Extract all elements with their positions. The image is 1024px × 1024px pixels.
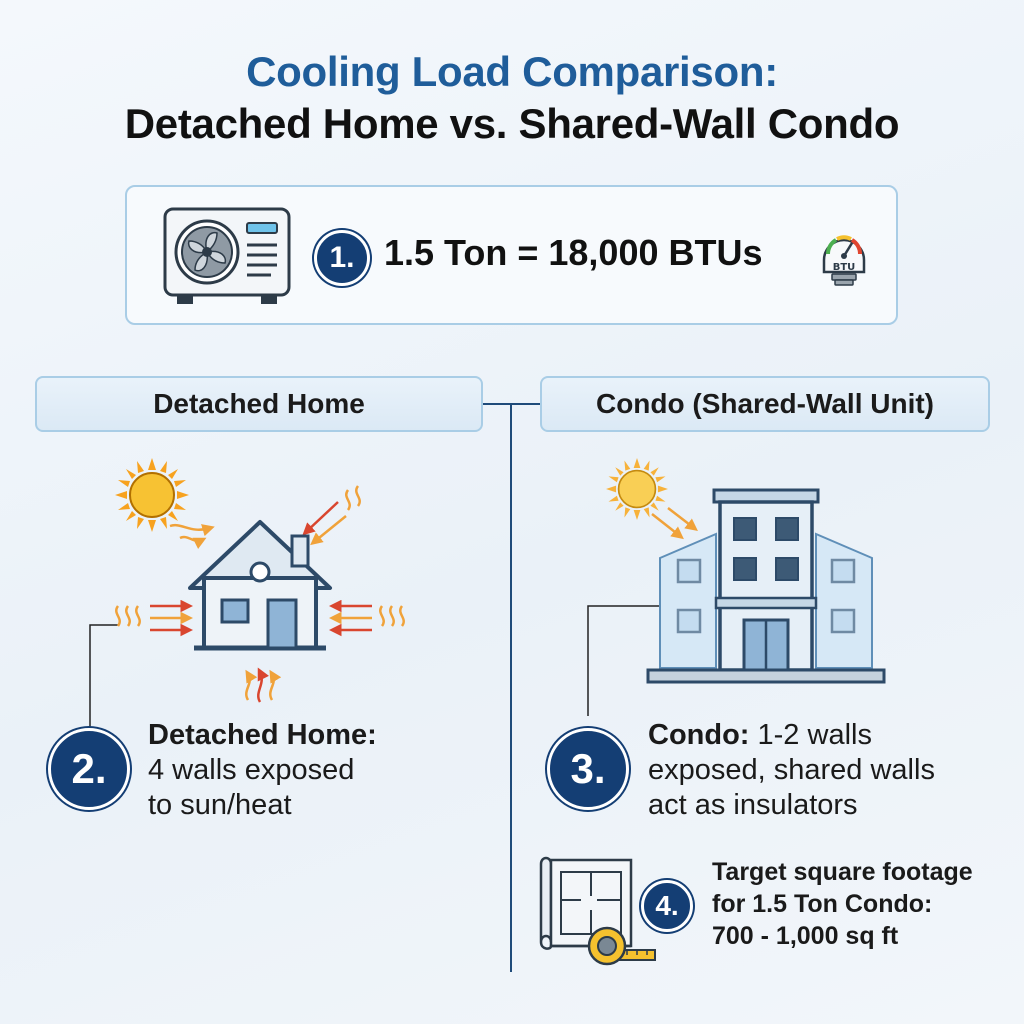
target-sqft-text: Target square footage for 1.5 Ton Condo:…: [712, 856, 973, 952]
step-3-badge: 3.: [547, 728, 629, 810]
step-1-badge: 1.: [314, 230, 370, 286]
detached-line2: to sun/heat: [148, 789, 292, 821]
ac-unit-icon: [163, 207, 291, 304]
house-heat-illustration: [115, 485, 405, 703]
condo-line2: exposed, shared walls: [648, 754, 935, 786]
detached-description: Detached Home: 4 walls exposed to sun/he…: [148, 718, 377, 823]
page-subtitle: Detached Home vs. Shared-Wall Condo: [124, 100, 900, 147]
target-line2: for 1.5 Ton Condo:: [712, 890, 933, 918]
btu-gauge-icon: BTU: [822, 235, 866, 286]
detached-line1: 4 walls exposed: [148, 754, 355, 786]
step-4-badge: 4.: [641, 880, 693, 932]
step-2-badge: 2.: [48, 728, 130, 810]
detached-heading: Detached Home:: [148, 719, 377, 751]
condo-building-icon: [646, 488, 886, 684]
condo-header: Condo (Shared-Wall Unit): [540, 376, 990, 432]
condo-line3: act as insulators: [648, 789, 858, 821]
gauge-label: BTU: [833, 262, 856, 273]
house-icon: [188, 520, 332, 651]
floor-plan-icon: [539, 856, 656, 966]
sun-icon: [606, 458, 668, 520]
btu-capacity-text: 1.5 Ton = 18,000 BTUs: [384, 232, 763, 273]
condo-line1: 1-2 walls: [749, 719, 872, 751]
tape-measure-icon: [587, 926, 656, 966]
heat-wave-icon: [302, 485, 361, 546]
page-title: Cooling Load Comparison:: [246, 48, 778, 95]
target-line3: 700 - 1,000 sq ft: [712, 922, 899, 950]
condo-description: Condo: 1-2 walls exposed, shared walls a…: [648, 718, 935, 823]
detached-home-header: Detached Home: [35, 376, 483, 432]
sun-icon: [115, 458, 189, 532]
target-line1: Target square footage: [712, 858, 973, 886]
condo-heading: Condo:: [648, 719, 750, 751]
sun-heat-arrows: [169, 523, 215, 549]
